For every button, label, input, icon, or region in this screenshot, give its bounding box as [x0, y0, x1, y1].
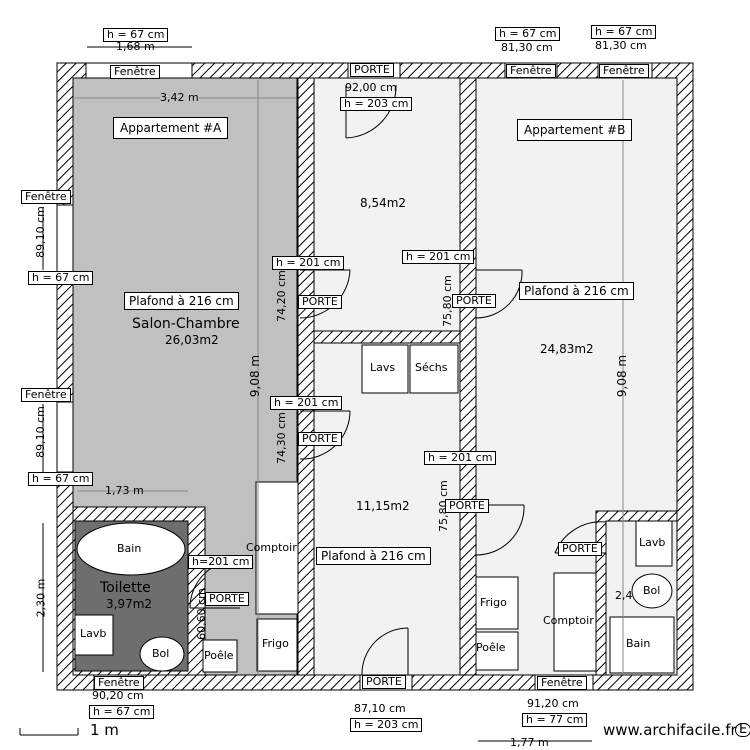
plafond-label-mid: Plafond à 216 cm	[316, 547, 431, 565]
lavb-label-b: Lavb	[639, 536, 666, 549]
watermark-text: www.archifacile.fr	[603, 721, 737, 739]
dimension-1-77m: 1,77 m	[510, 736, 549, 749]
window-label-top-b1: Fenêtre	[506, 64, 556, 78]
bol-label-a: Bol	[152, 647, 170, 660]
bain-label-a: Bain	[117, 542, 142, 555]
salon-room-name: Salon-Chambre	[132, 316, 240, 332]
height-label-door-b-mid: h = 201 cm	[424, 451, 497, 465]
fixture-bol-a	[139, 636, 185, 672]
window-label-bottom-b: Fenêtre	[537, 676, 587, 690]
dimension-90-20: 90,20 cm	[92, 689, 144, 702]
window-label-top-b2: Fenêtre	[599, 64, 649, 78]
height-label-door-mid: h = 201 cm	[270, 396, 343, 410]
dimension-9-08-b: 9,08 m	[615, 354, 630, 398]
dimension-lines	[19, 46, 624, 742]
fixture-comptoir-b	[553, 572, 597, 672]
dimension-1-68m: 1,68 m	[116, 40, 155, 53]
door-label-top: PORTE	[350, 63, 394, 77]
apartment-a-label: Appartement #A	[113, 117, 229, 139]
dimension-81-30-b2: 81,30 cm	[595, 39, 647, 52]
window-label-left-1: Fenêtre	[21, 190, 71, 204]
salon-room-area: 26,03m2	[165, 333, 219, 347]
fixture-bain-a	[76, 522, 186, 576]
fixture-lavb-b	[635, 520, 673, 567]
door-label-b-mid: PORTE	[445, 499, 489, 513]
height-label-window-a: h = 67 cm	[103, 28, 169, 42]
height-label-door-b-top: h = 201 cm	[402, 250, 475, 264]
door-label-bathroom-b: PORTE	[558, 542, 602, 556]
scale-label: 1 m	[90, 721, 119, 739]
dimension-81-30-b1: 81,30 cm	[501, 41, 553, 54]
height-label-window-b1: h = 67 cm	[495, 27, 561, 41]
dimension-87-10: 87,10 cm	[354, 702, 406, 715]
frigo-label-a: Frigo	[262, 637, 289, 650]
dimension-89-10-left-2: 89,10 cm	[33, 406, 47, 458]
dimension-1-73m: 1,73 m	[105, 484, 144, 497]
partial-area-label: 2,4	[615, 589, 633, 602]
dimension-89-10-left-1: 89,10 cm	[33, 206, 47, 258]
door-label-mid: PORTE	[298, 432, 342, 446]
fixture-frigo-b	[475, 576, 519, 630]
door-label-mid-top: PORTE	[298, 295, 342, 309]
height-label-window-b2: h = 67 cm	[591, 25, 657, 39]
apartment-b-label: Appartement #B	[517, 119, 633, 141]
dimension-92cm: 92,00 cm	[345, 81, 397, 94]
window-label-top-a: Fenêtre	[110, 65, 160, 79]
poele-label-a: Poêle	[204, 649, 234, 662]
height-label-left-1: h = 67 cm	[28, 271, 94, 285]
plafond-label-salon: Plafond à 216 cm	[124, 292, 239, 310]
plafond-label-b: Plafond à 216 cm	[519, 282, 634, 300]
height-label-left-2: h = 67 cm	[28, 472, 94, 486]
height-label-door-bottom: h = 203 cm	[350, 718, 423, 732]
corner-badge: E	[735, 723, 750, 737]
fixture-sechs	[409, 344, 459, 394]
dimension-2-30m: 2,30 m	[34, 578, 48, 618]
dimension-74-30: 74,30 cm	[274, 412, 288, 464]
fixture-poele-a	[202, 639, 238, 673]
window-label-left-2: Fenêtre	[21, 388, 71, 402]
door-label-toilet: PORTE	[205, 592, 249, 606]
comptoir-label-b: Comptoir	[543, 614, 594, 627]
dimension-91-20: 91,20 cm	[527, 697, 579, 710]
fixture-lavb-a	[74, 614, 114, 656]
room-mid-area: 11,15m2	[356, 499, 410, 513]
window-left-2	[56, 401, 74, 473]
room-top-area: 8,54m2	[360, 196, 407, 210]
fixture-bol-b	[631, 573, 673, 609]
fixture-lavs	[361, 344, 409, 394]
apartment-b-area: 24,83m2	[540, 342, 594, 356]
wall-middle-b	[459, 77, 477, 676]
fixture-bain-b	[609, 616, 675, 674]
door-label-b-top: PORTE	[452, 294, 496, 308]
wall-salon-middle	[297, 77, 315, 676]
height-label-door-mid-top: h = 201 cm	[272, 256, 345, 270]
dimension-9-08-a: 9,08 m	[248, 354, 263, 398]
fixture-poele-b	[475, 631, 519, 671]
dimension-3-42m: 3,42 m	[160, 91, 199, 104]
height-label-door-toilet: h=201 cm	[188, 555, 254, 569]
lavs-label: Lavs	[370, 361, 396, 374]
lavb-label-a: Lavb	[80, 627, 107, 640]
window-label-bottom-a: Fenêtre	[94, 676, 144, 690]
bol-label-b: Bol	[643, 584, 661, 597]
dimension-74-20: 74,20 cm	[274, 270, 288, 322]
toilet-room-name: Toilette	[100, 580, 151, 596]
poele-label-b: Poêle	[476, 641, 506, 654]
height-label-bottom-a: h = 67 cm	[89, 705, 155, 719]
fixture-frigo-a	[256, 618, 298, 672]
sechs-label: Séchs	[415, 361, 448, 374]
door-label-bottom: PORTE	[362, 675, 406, 689]
toilet-room-area: 3,97m2	[106, 597, 153, 611]
fixtures	[74, 344, 675, 674]
wall-middle-horizontal	[313, 330, 461, 344]
height-label-bottom-b: h = 77 cm	[522, 713, 588, 727]
frigo-label-b: Frigo	[480, 596, 507, 609]
comptoir-label-a: Comptoir	[246, 541, 297, 554]
fixture-comptoir-a	[255, 481, 299, 615]
window-left-1	[56, 204, 74, 273]
bain-label-b: Bain	[626, 637, 651, 650]
height-label-door-top: h = 203 cm	[340, 97, 413, 111]
